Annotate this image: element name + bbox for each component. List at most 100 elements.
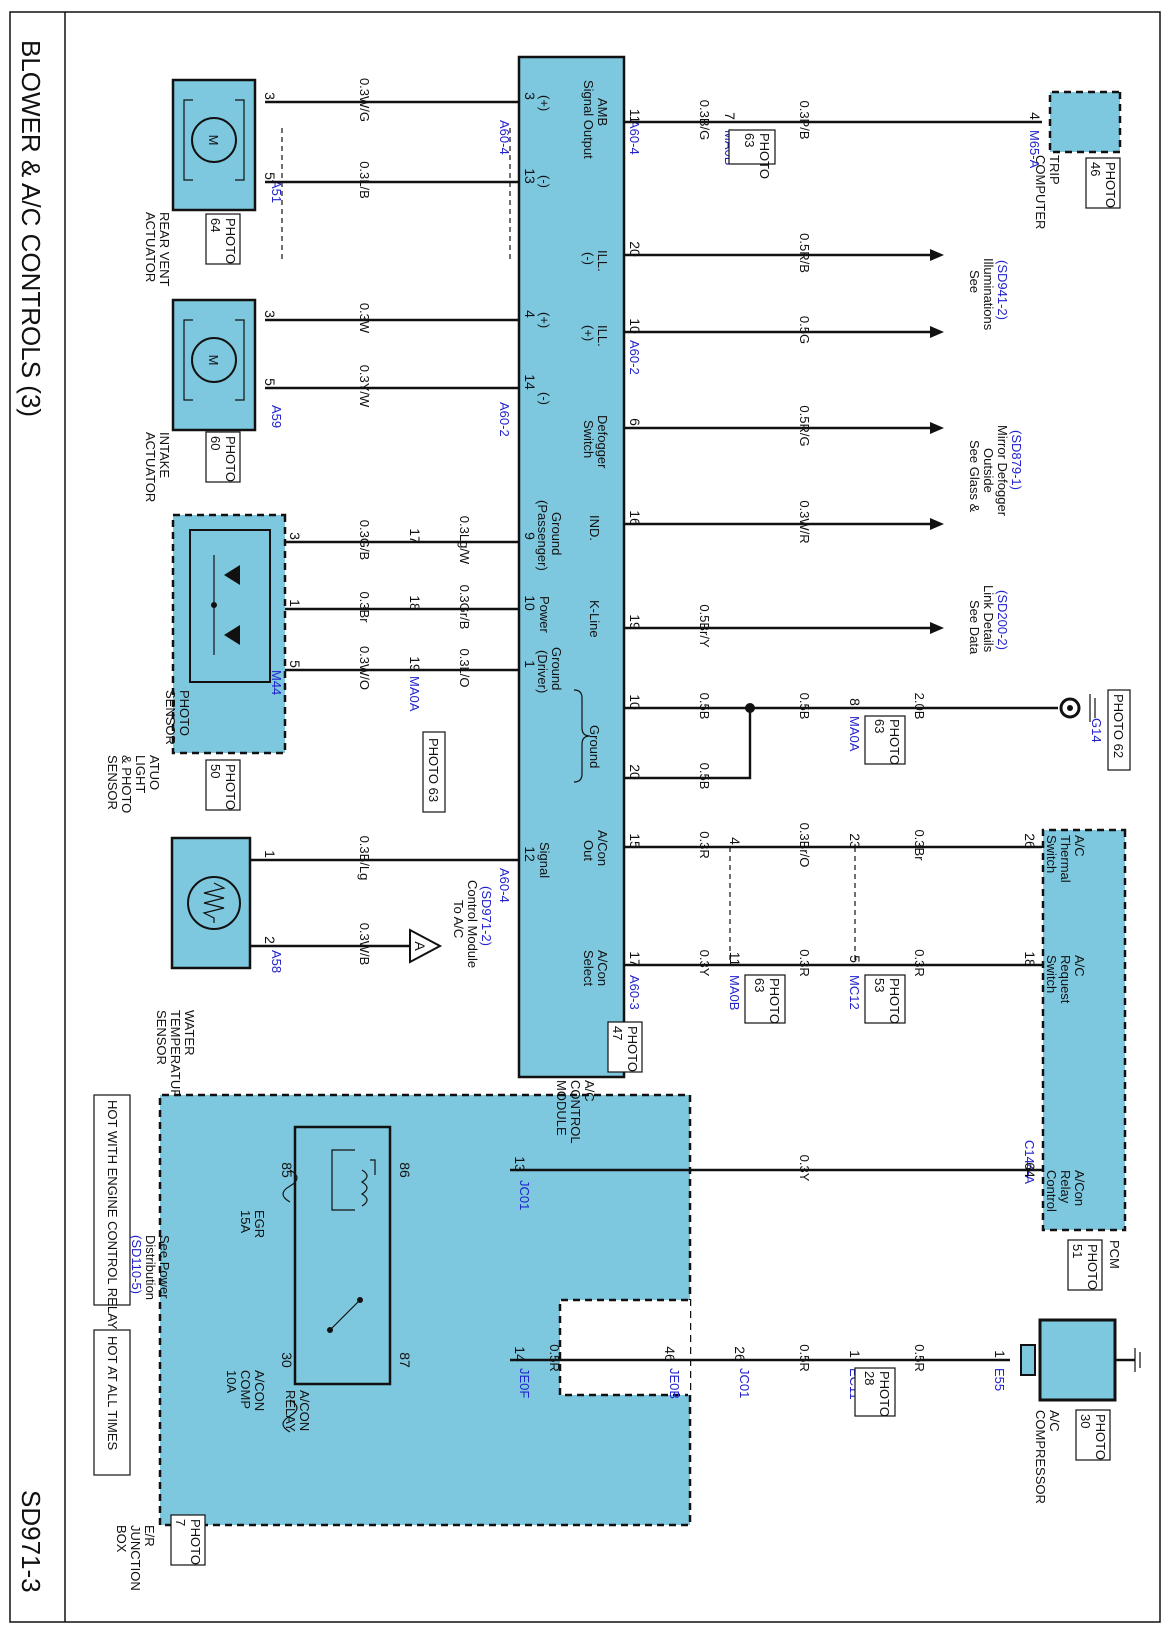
rear-vent-photo-num: 64 bbox=[208, 218, 223, 232]
intake-name-2: ACTUATOR bbox=[143, 432, 158, 502]
ma0b-amb-num: 63 bbox=[742, 133, 757, 147]
wire-label-gnd-d: 2.0B bbox=[912, 693, 927, 720]
mod-gnd-drv-2: (Driver) bbox=[535, 650, 550, 693]
conn-je0b: JE0B bbox=[667, 1368, 682, 1399]
pin-relay-85: 85 bbox=[279, 1162, 295, 1178]
to-ac-2: Control Module bbox=[465, 880, 480, 968]
mod-signal: Signal bbox=[537, 842, 552, 878]
ma0b-sel-photo: PHOTO bbox=[767, 978, 782, 1024]
wire-label-ill-m: 0.5R/B bbox=[797, 233, 812, 273]
wire-label-kline: 0.5Br/Y bbox=[697, 604, 712, 648]
trip-computer: TRIP COMPUTER PHOTO 46 4 M65-A bbox=[1027, 90, 1122, 229]
ground-photo-box bbox=[1107, 689, 1131, 771]
wire-label-out-c: 0.3Br bbox=[912, 829, 927, 861]
pin-l17: 17 bbox=[627, 951, 643, 967]
conn-a60-4-bot: A60-4 bbox=[497, 868, 512, 903]
arrow-kline bbox=[930, 622, 944, 634]
mod-amb-1: AMB bbox=[595, 98, 610, 126]
motor-lead bbox=[183, 319, 193, 401]
hot-always-box bbox=[93, 1329, 131, 1476]
pcm-body bbox=[1041, 828, 1127, 1232]
motor-lead bbox=[235, 99, 245, 181]
intake-name-1: INTAKE bbox=[157, 432, 172, 478]
mod-amb-2: Signal Output bbox=[581, 80, 596, 159]
pin-relay-30: 30 bbox=[279, 1352, 295, 1368]
fuse-egr-name: EGR bbox=[252, 1210, 267, 1238]
diagram-title: BLOWER & A/C CONTROLS (3) bbox=[16, 40, 46, 417]
wire-label-sel-b: 0.3R bbox=[797, 949, 812, 976]
relay-body bbox=[293, 1125, 392, 1386]
rear-vent-name-2: ACTUATOR bbox=[143, 212, 158, 282]
pin-ma17: 17 bbox=[407, 528, 423, 544]
pin-m4: 4 bbox=[522, 310, 538, 318]
trip-photo-box bbox=[1085, 157, 1121, 209]
pin-m10: 10 bbox=[522, 595, 538, 611]
conn-e55: E55 bbox=[992, 1368, 1007, 1391]
photo-sensor-photo-num: 50 bbox=[208, 764, 223, 778]
intake-photo-box bbox=[205, 431, 241, 483]
photo-sensor: PHOTO SENSOR ATUO LIGHT & PHOTO SENSOR P… bbox=[105, 513, 287, 813]
pin-l6: 6 bbox=[627, 418, 643, 426]
comp-photo: PHOTO bbox=[1093, 1414, 1108, 1460]
fuse-comp-rating: 10A bbox=[224, 1370, 239, 1393]
ground-id: G14 bbox=[1089, 718, 1104, 743]
hot-always-note: HOT AT ALL TIMES bbox=[105, 1336, 120, 1450]
junction-box-body bbox=[158, 1093, 692, 1527]
arrow-defog bbox=[930, 422, 944, 434]
mc12-photo: PHOTO bbox=[887, 978, 902, 1024]
ec11-box bbox=[854, 1367, 896, 1417]
see-power-1: See Power bbox=[157, 1235, 172, 1299]
pin-m14: 14 bbox=[522, 374, 538, 390]
pin-gnd8: 8 bbox=[847, 698, 863, 706]
ac-module-name-3: MODULE bbox=[554, 1080, 569, 1136]
wire-label-ps-drv-a: 0.3W/O bbox=[357, 646, 372, 690]
fuse-egr-rating: 15A bbox=[238, 1210, 253, 1233]
ground-photo: PHOTO 62 bbox=[1111, 694, 1126, 758]
hot-engine-box bbox=[93, 1094, 131, 1306]
pcm-relay-2: Relay bbox=[1058, 1170, 1073, 1204]
comp-name-2: COMPRESSOR bbox=[1033, 1410, 1048, 1504]
photodiode-icon bbox=[224, 625, 240, 645]
wire-label-in-minus: 0.3Y/W bbox=[357, 365, 372, 408]
motor-icon bbox=[191, 337, 237, 383]
comp-photo-num: 30 bbox=[1078, 1414, 1093, 1428]
pin-lg20: 20 bbox=[627, 764, 643, 780]
wire-label-sel-c: 0.3R bbox=[912, 949, 927, 976]
conn-ma0a-gnd: MA0A bbox=[847, 716, 862, 752]
mod-acon-out-2: Out bbox=[581, 840, 596, 861]
mod-defog-1: Defogger bbox=[595, 415, 610, 469]
intake-actuator: M INTAKE ACTUATOR PHOTO 60 A59 bbox=[143, 298, 284, 502]
pin-rv3: 3 bbox=[262, 92, 278, 100]
ground-g14: G14 PHOTO 62 bbox=[1059, 689, 1131, 771]
mod-ill-plus-2: (+) bbox=[581, 325, 596, 341]
see-power-ref: (SD110-5) bbox=[129, 1235, 144, 1294]
photo-sensor-name-2: SENSOR bbox=[163, 690, 178, 745]
mod-plus-b: (+) bbox=[537, 312, 552, 328]
jb-photo-box bbox=[170, 1514, 206, 1566]
rear-vent-actuator: M REAR VENT ACTUATOR PHOTO 64 A51 bbox=[143, 78, 284, 286]
pin-je14: 14 bbox=[512, 1346, 528, 1362]
trip-computer-body bbox=[1048, 90, 1122, 154]
ma0a-photo: PHOTO 63 bbox=[426, 738, 441, 802]
mod-defog-2: Switch bbox=[581, 420, 596, 458]
see-illum-1: See bbox=[967, 270, 982, 293]
pcm-thermal-3: Switch bbox=[1044, 835, 1059, 873]
mod-plus-a: (+) bbox=[537, 95, 552, 111]
pin-r11: 11 bbox=[727, 952, 743, 967]
conn-a60-4-left: A60-4 bbox=[627, 120, 642, 155]
relay-name-2: RELAY bbox=[283, 1390, 298, 1432]
pin-pcm26: 26 bbox=[1022, 833, 1038, 849]
relay-coil-line bbox=[331, 1149, 355, 1211]
ma0a-photo-box bbox=[422, 731, 446, 813]
see-illum-2: Illuminations bbox=[981, 258, 996, 331]
ac-module-name-2: CONTROL bbox=[568, 1080, 583, 1144]
mod-acon-sel-2: Select bbox=[581, 950, 596, 987]
ac-compressor: A/C COMPRESSOR PHOTO 30 bbox=[1020, 1318, 1141, 1504]
motor-lead bbox=[183, 99, 193, 181]
relay-contact bbox=[327, 1327, 333, 1333]
wire-label-gnd-b: 0.5B bbox=[697, 763, 712, 790]
ma0b-amb-photo: PHOTO bbox=[757, 133, 772, 179]
pcm: A/C Thermal Switch A/C Request Switch A/… bbox=[1022, 828, 1127, 1291]
ma0b-sel-box bbox=[744, 974, 786, 1024]
